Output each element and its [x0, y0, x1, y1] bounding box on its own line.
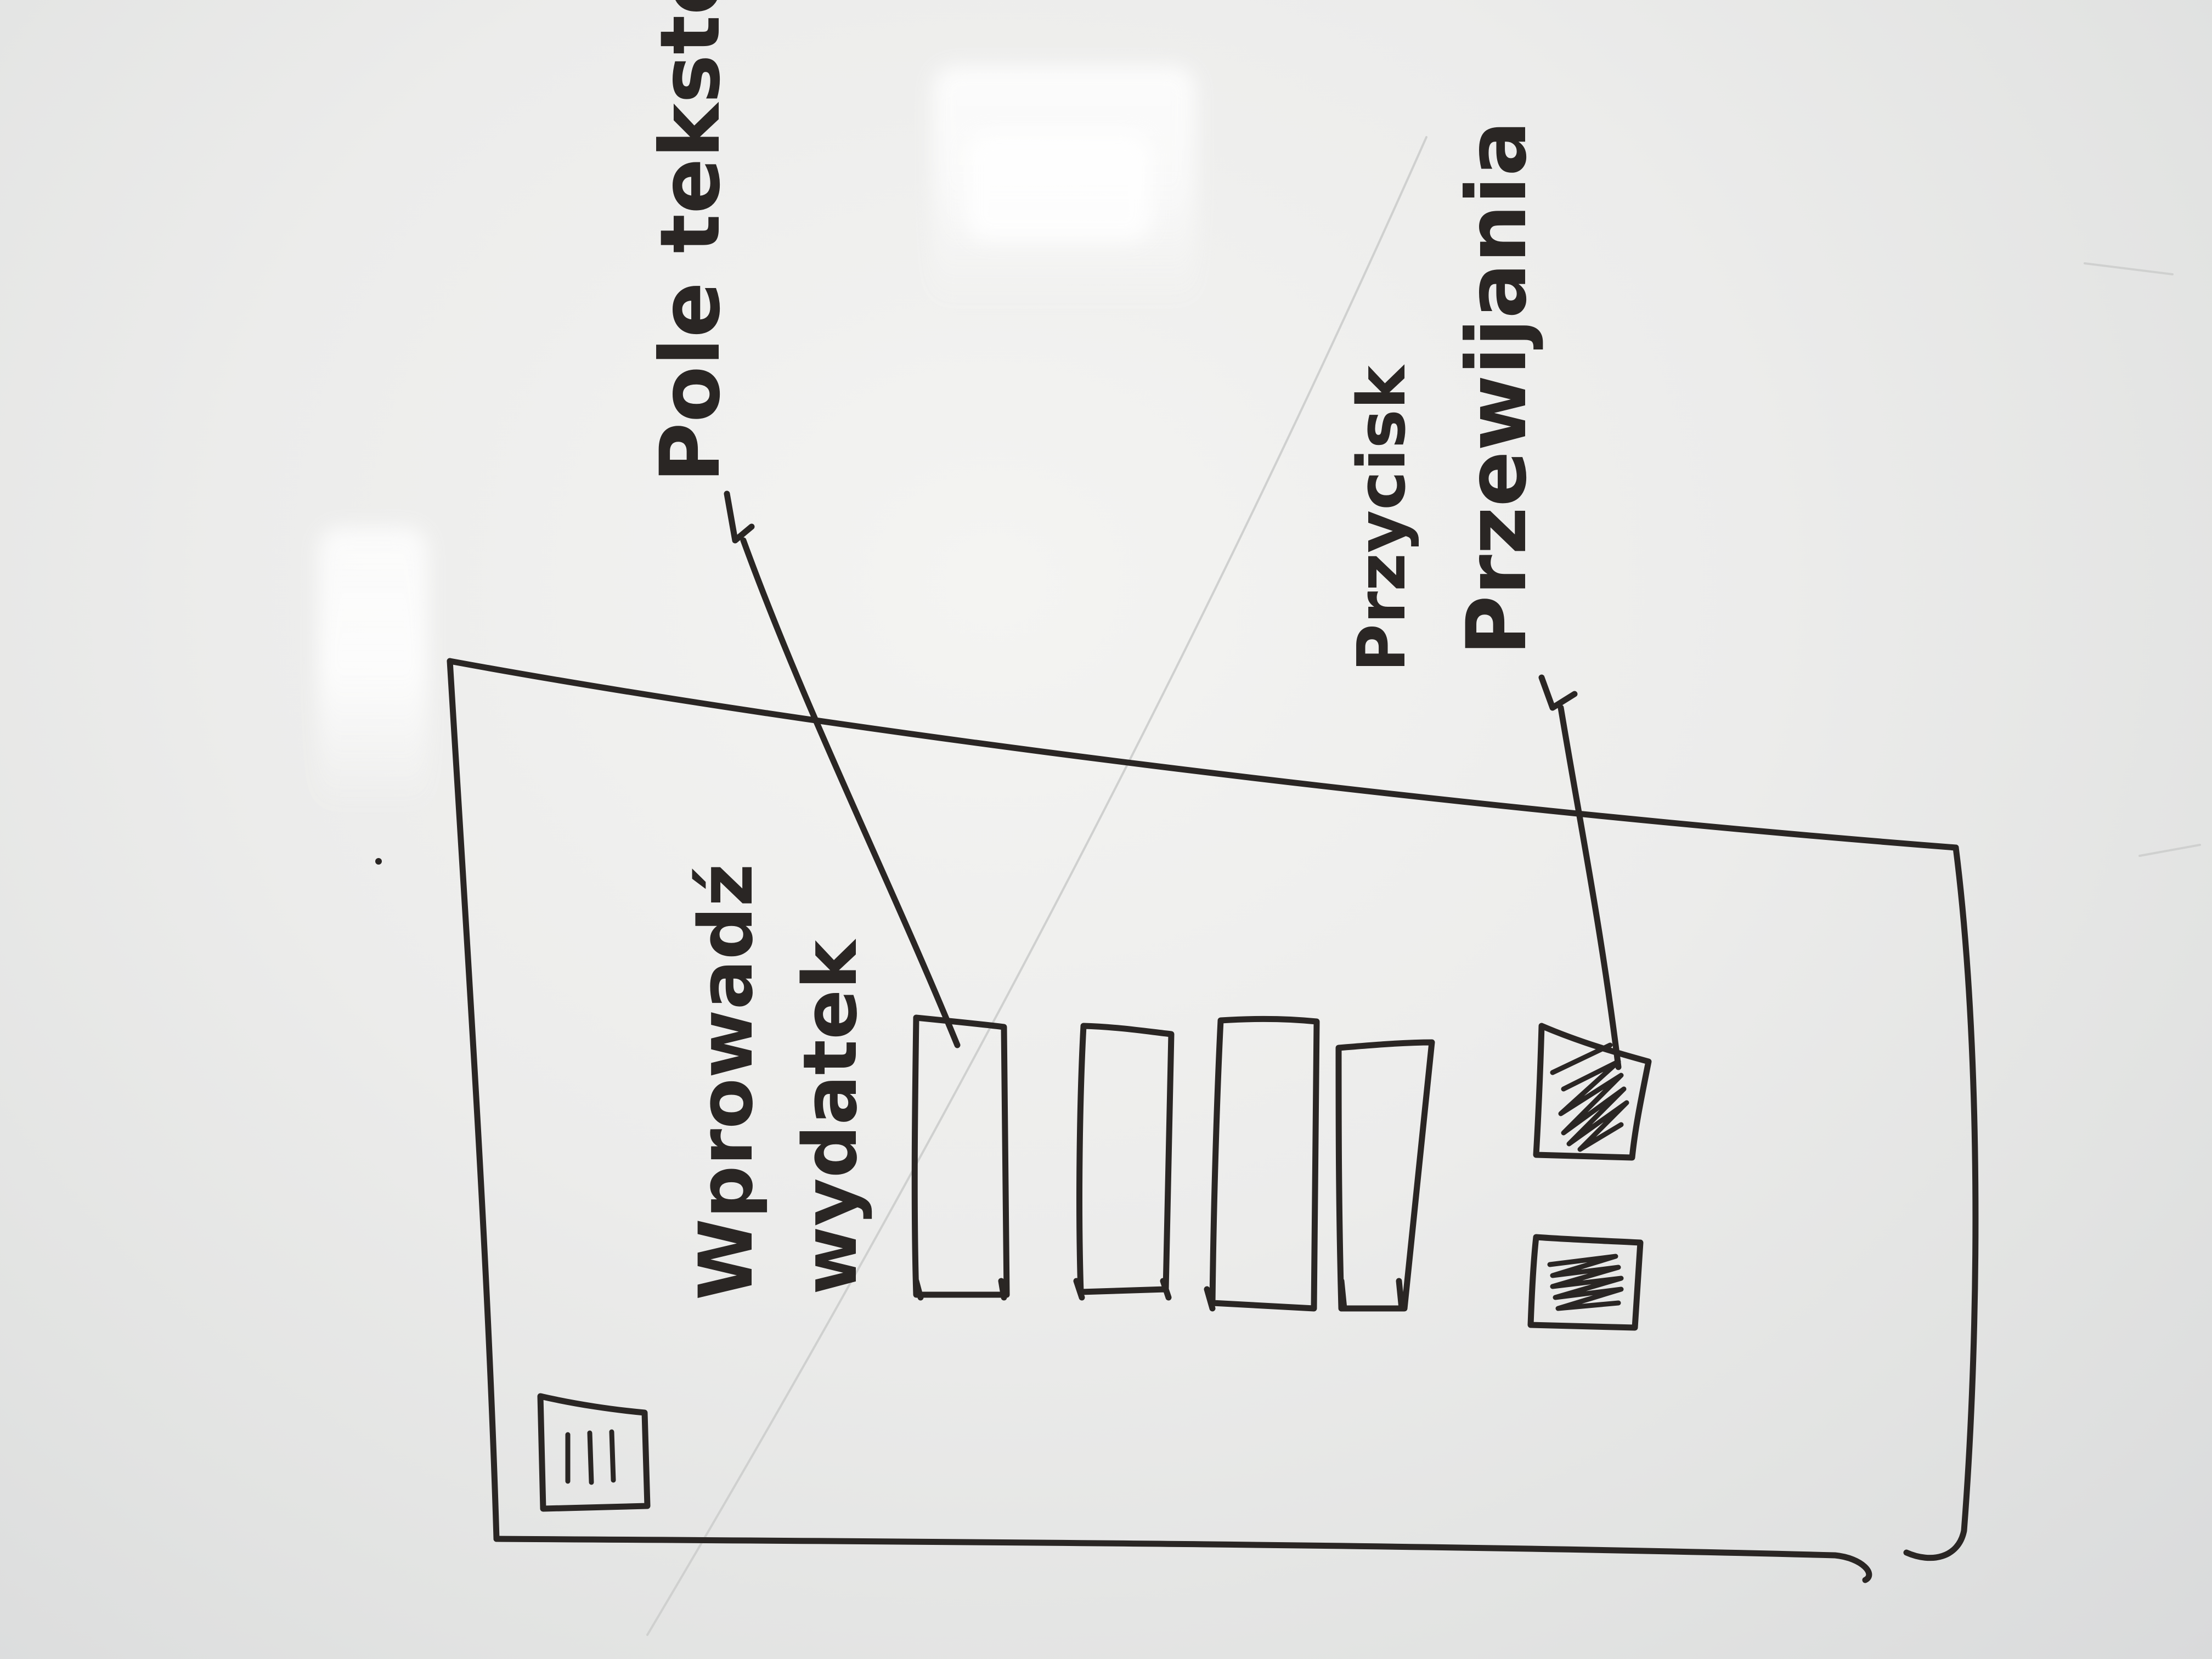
ink-dot [375, 858, 382, 865]
scribble-fill-1 [1550, 1042, 1629, 1152]
text-field-4[interactable] [1335, 1039, 1435, 1312]
label-pole-tekstowe: Pole tekstowe [643, 0, 738, 483]
scroll-button-1[interactable] [1533, 1023, 1652, 1161]
ghost-mark-2 [2138, 844, 2201, 857]
arrow-to-scroll-button [1558, 704, 1622, 1070]
arrowhead-text-field [724, 490, 755, 544]
screen-edge-right [1903, 844, 1979, 1561]
arrowhead-scroll-button [1538, 674, 1578, 711]
light-reflection-mid [318, 527, 428, 812]
phone-screen-outline [447, 658, 1979, 1583]
ghost-mark-1 [2084, 262, 2174, 275]
ghost-arc [646, 136, 1427, 1636]
screen-edge-top [447, 658, 1959, 851]
light-reflection-bright [966, 132, 1152, 241]
scribble-fill-2 [1547, 1254, 1624, 1311]
arrow-to-text-field [740, 537, 961, 1048]
screen-edge-bottom [493, 1536, 1872, 1583]
heading-line-1: Wprowadź [683, 864, 769, 1300]
label-przewijania: Przewijania [1449, 121, 1545, 656]
hamburger-menu-icon[interactable] [537, 1393, 651, 1512]
screen-edge-left [447, 658, 500, 1542]
text-field-2[interactable] [1073, 1023, 1175, 1301]
heading-line-2: wydatek [787, 938, 873, 1295]
label-przycisk: Przycisk [1344, 364, 1420, 672]
text-field-1[interactable] [911, 1014, 1010, 1301]
text-field-3[interactable] [1204, 1015, 1320, 1312]
scroll-button-2[interactable] [1527, 1234, 1644, 1331]
